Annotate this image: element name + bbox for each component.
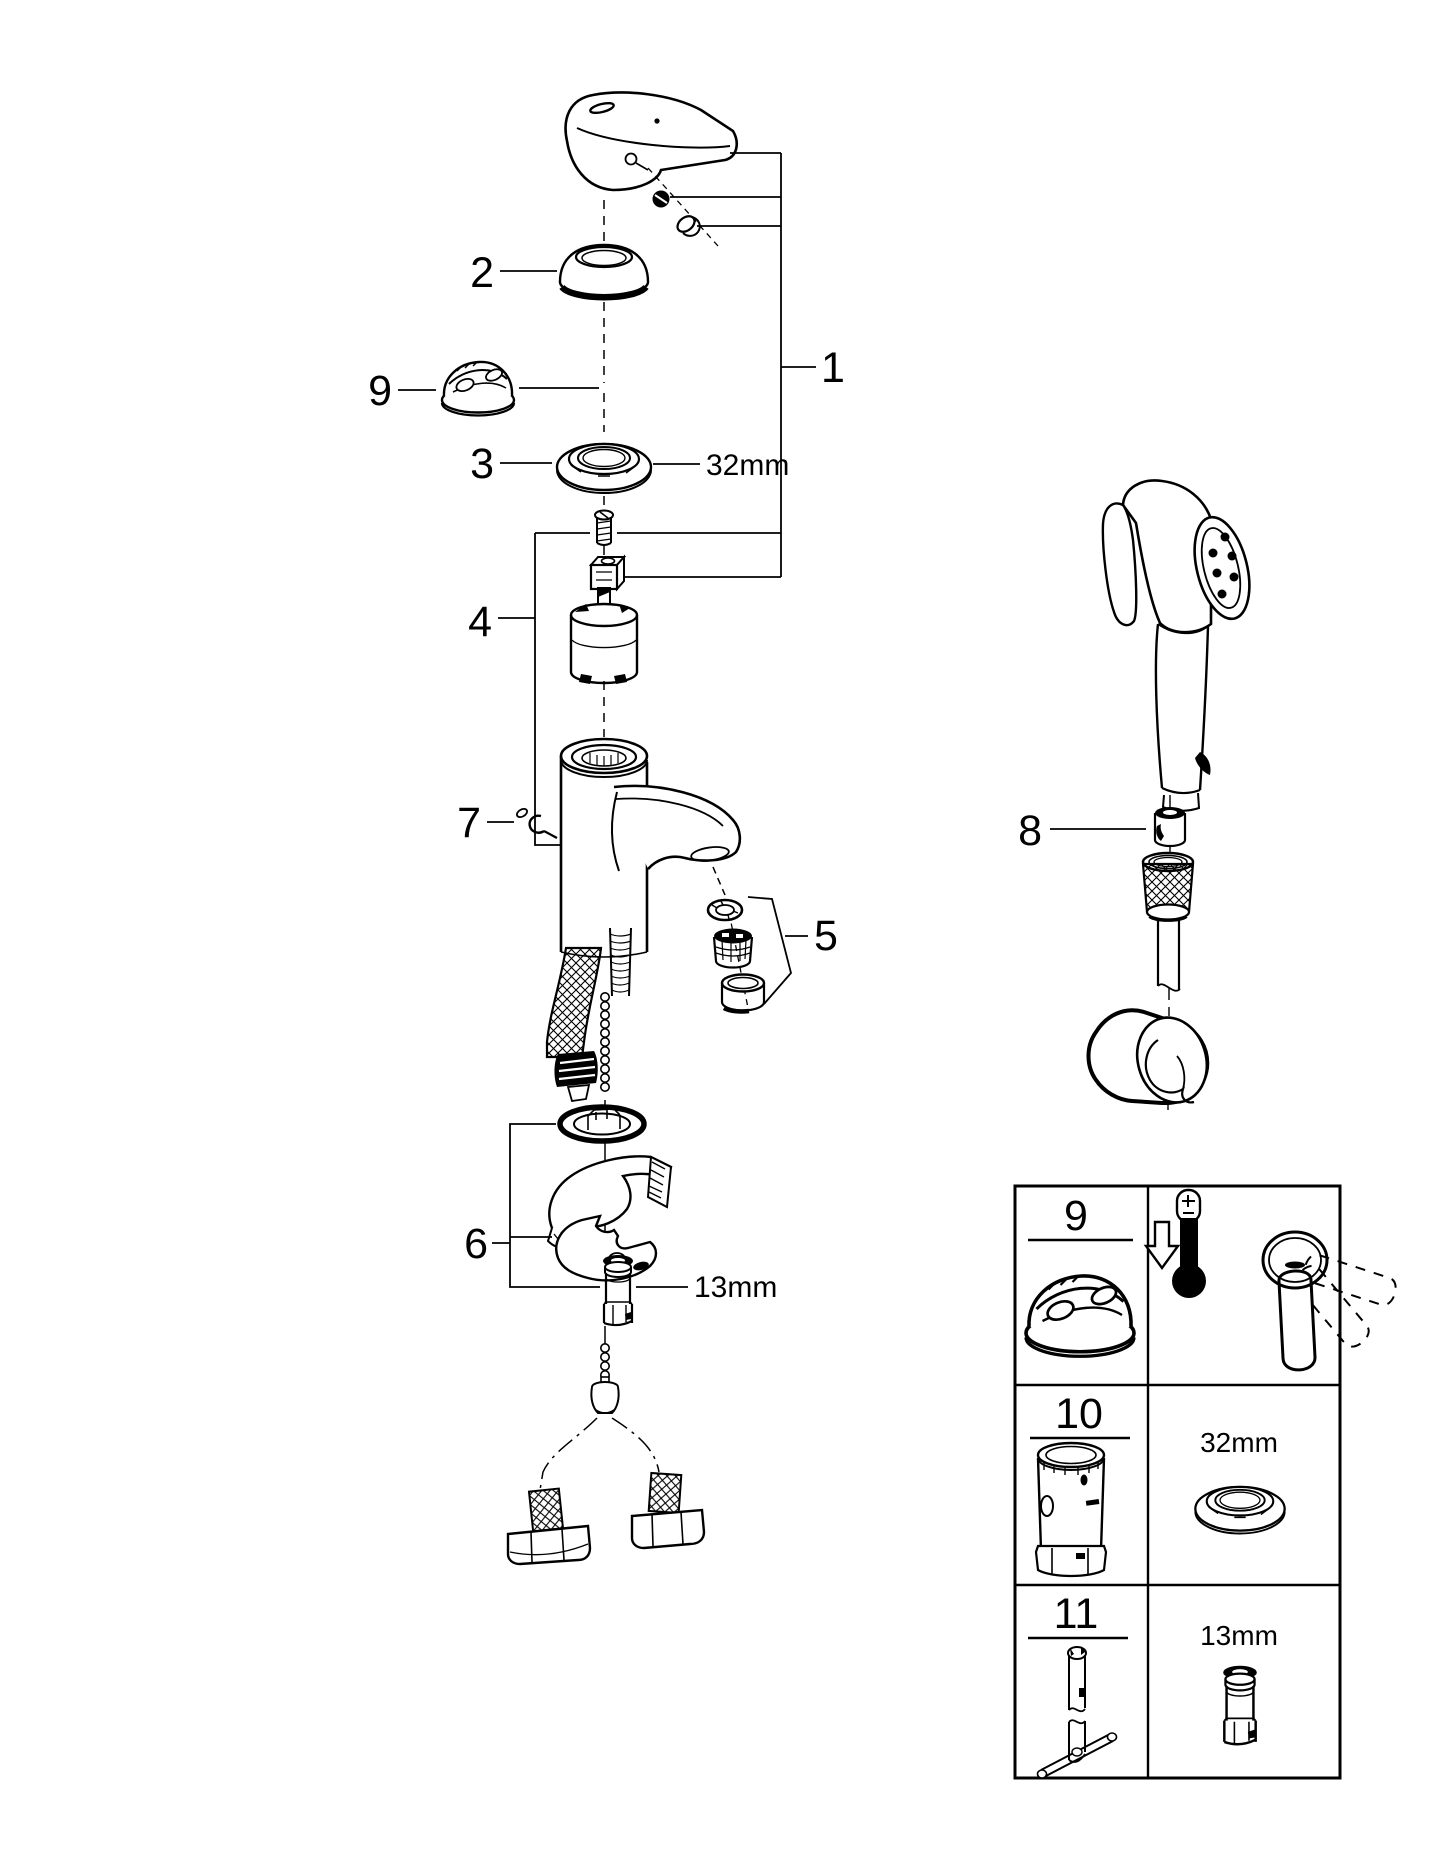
swivel-ring	[440, 360, 516, 417]
legend-ref-11: 11	[1054, 1590, 1099, 1638]
escutcheon-cap	[558, 243, 650, 301]
hose-path-left	[539, 1417, 598, 1491]
legend-ref-9: 9	[1064, 1192, 1088, 1240]
legend-size-32mm: 32mm	[1200, 1427, 1278, 1458]
handle-set-screw	[647, 167, 719, 247]
callout-7-label: 7	[457, 799, 481, 847]
set-screw-cap	[676, 215, 701, 237]
callout-1-label: 1	[821, 344, 845, 392]
cartridge-screw	[594, 509, 614, 546]
callout-bracket-5	[747, 896, 808, 1005]
hose-path-right	[611, 1417, 660, 1473]
callout-4-label: 4	[468, 598, 492, 646]
check-valve	[1153, 807, 1187, 848]
mounting-collar-ring	[555, 442, 653, 495]
callout-6-label: 6	[464, 1220, 488, 1268]
chain-plug	[590, 1376, 620, 1414]
spray-hose	[1156, 920, 1181, 992]
callout-2-label: 2	[470, 249, 494, 297]
aerator-assembly	[706, 898, 766, 1014]
horseshoe-washer	[555, 1214, 658, 1282]
socket-wrench-tool	[1034, 1441, 1108, 1578]
lever-handle	[564, 91, 739, 192]
legend-row-9: 9	[1024, 1188, 1397, 1372]
arrow-down-icon	[1143, 1220, 1181, 1271]
cartridge-adapter-nut	[588, 554, 627, 592]
spray-centerline	[1167, 795, 1171, 1112]
o-ring-seal	[557, 1104, 647, 1144]
legend-ref-10: 10	[1055, 1390, 1103, 1438]
supply-connector-left	[506, 1487, 592, 1566]
faucet-body	[559, 737, 742, 958]
size-32mm-label: 32mm	[706, 449, 789, 482]
callout-bracket-6	[492, 1123, 688, 1288]
wall-holder	[1086, 1008, 1210, 1106]
threaded-shank	[609, 927, 632, 997]
mounting-bolt	[601, 1253, 635, 1327]
callout-8-label: 8	[1018, 807, 1042, 855]
supply-connector-right	[630, 1471, 706, 1550]
callout-9-leader	[398, 387, 599, 391]
callout-bracket-1	[617, 152, 816, 578]
t-wrench-tool	[1036, 1646, 1118, 1779]
thermometer-icon	[1172, 1188, 1206, 1298]
retaining-clip	[516, 808, 558, 839]
callout-3-label: 3	[470, 440, 494, 488]
callout-9-label: 9	[368, 367, 392, 415]
ring-nut-32mm	[1194, 1485, 1286, 1535]
supply-hose	[545, 946, 603, 1103]
cartridge	[569, 587, 639, 685]
hand-spray	[1101, 479, 1251, 812]
spray-hose-nut	[1141, 851, 1195, 922]
legend-row-10: 10 32mm	[1030, 1390, 1286, 1578]
callout-5-label: 5	[814, 912, 838, 960]
handle-adjust-icon	[1261, 1230, 1397, 1372]
callout-bracket-4	[498, 532, 590, 846]
size-13mm-label: 13mm	[694, 1271, 777, 1304]
legend-row-11: 11 13mm	[1028, 1590, 1278, 1779]
legend-size-13mm: 13mm	[1200, 1620, 1278, 1651]
